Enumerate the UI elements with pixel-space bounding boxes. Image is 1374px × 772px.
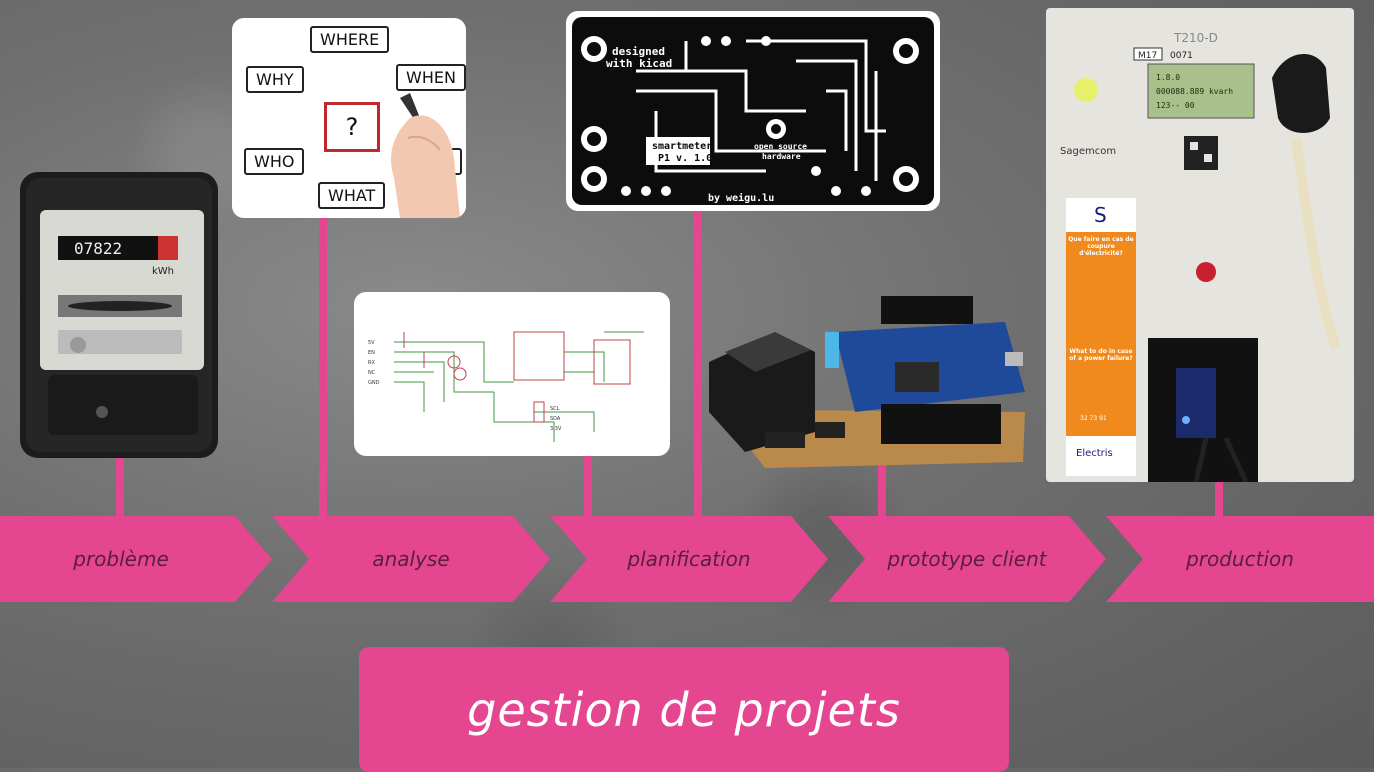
svg-text:SDA: SDA <box>550 416 561 422</box>
why-label: WHY <box>246 66 304 93</box>
stem-probleme <box>116 455 124 517</box>
stem-prototype <box>878 462 886 517</box>
stage-label: planification <box>627 547 751 571</box>
meter-serial: 0071 <box>1170 51 1193 61</box>
svg-text:NC: NC <box>368 370 376 376</box>
who-label: WHO <box>244 148 305 175</box>
stage-prototype-client: prototype client <box>828 516 1106 602</box>
sticker-phone: 32 73 91 <box>1080 415 1107 422</box>
meter-reading: 07822 <box>74 239 122 258</box>
stem-production <box>1215 470 1223 517</box>
svg-text:5V: 5V <box>368 340 375 346</box>
meter-unit: kWh <box>152 266 174 277</box>
stem-planification <box>694 208 702 517</box>
stem-analyse-schematic <box>584 455 592 517</box>
pcb-oshw-2: hardware <box>762 152 801 161</box>
schematic-card: 5V EN RX NC GND SCL SDA 3.3V <box>354 292 670 456</box>
stage-planification: planification <box>550 516 828 602</box>
stage-label: production <box>1186 547 1294 571</box>
pcb-name: smartmeter <box>652 141 712 152</box>
sticker-title-en: What to do in case of a power failure? <box>1069 348 1133 362</box>
svg-text:3.3V: 3.3V <box>550 426 562 432</box>
pcb-designed: designed <box>612 45 665 58</box>
when-label: WHEN <box>396 64 466 91</box>
pcb-version: P1 v. 1.0 <box>658 153 712 164</box>
question-box: ? <box>324 102 380 152</box>
lcd-line-1: 1.8.0 <box>1156 73 1180 82</box>
sticker-operator: Electris <box>1076 448 1113 459</box>
stage-analyse: analyse <box>272 516 550 602</box>
stage-label: prototype client <box>887 547 1047 571</box>
pcb-author: by weigu.lu <box>708 192 774 204</box>
sticker-title-fr: Que faire en cas de coupure d'électricit… <box>1068 236 1134 257</box>
old-meter-image: 07822 kWh <box>18 170 220 460</box>
pcb-with-kicad: with kicad <box>606 57 672 70</box>
svg-text:RX: RX <box>368 360 375 366</box>
lcd-line-3: 123-- 00 <box>1156 101 1195 110</box>
prototype-photo <box>705 292 1037 470</box>
hand-with-marker <box>391 93 460 218</box>
meter-m17: M17 <box>1138 51 1157 61</box>
what-label: WHAT <box>318 182 386 209</box>
page-title: gestion de projets <box>467 682 901 737</box>
meter-brand: Sagemcom <box>1060 146 1116 157</box>
meter-model: T210-D <box>1173 31 1218 45</box>
stage-probleme: problème <box>0 516 272 602</box>
svg-text:EN: EN <box>368 350 375 356</box>
where-label: WHERE <box>310 26 390 53</box>
svg-text:GND: GND <box>368 380 380 386</box>
stem-analyse-top <box>319 215 327 517</box>
questions-card: WHERE WHY WHEN WHO HOW WHAT ? <box>232 18 466 218</box>
pcb-oshw-1: open source <box>754 142 807 151</box>
svg-text:S: S <box>1094 203 1107 227</box>
stage-production: production <box>1106 516 1374 602</box>
stage-label: analyse <box>372 547 450 571</box>
smart-meter-photo: M17 0071 T210-D 1.8.0 000088.889 kvarh 1… <box>1046 8 1354 484</box>
stage-label: problème <box>73 547 169 571</box>
lcd-line-2: 000088.889 kvarh <box>1156 87 1233 96</box>
pcb-card: designed with kicad smartmeter P1 v. 1.0… <box>566 11 940 211</box>
svg-text:SCL: SCL <box>550 406 560 412</box>
title-banner: gestion de projets <box>359 647 1009 772</box>
